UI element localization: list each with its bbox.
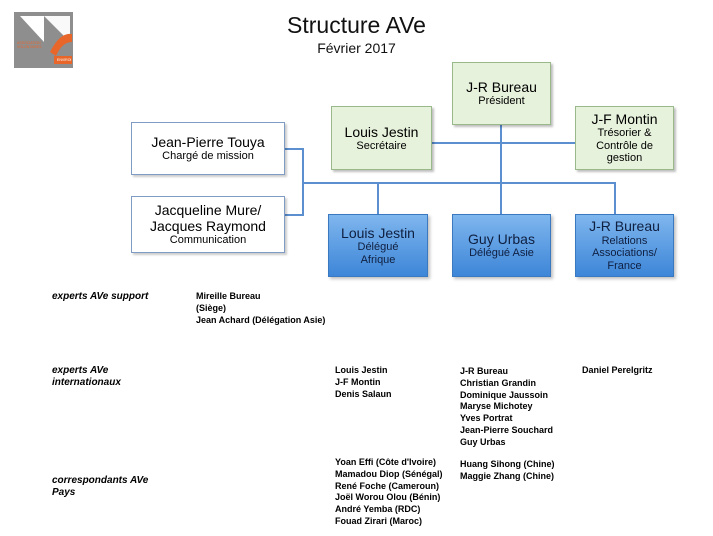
list-item: Guy Urbas <box>460 436 506 447</box>
logo-text-line: ASSOCIATION <box>17 41 41 45</box>
correspondants-col1: Yoan Effi (Côte d'Ivoire) Mamadou Diop (… <box>335 457 443 528</box>
label-line: Pays <box>52 487 76 498</box>
connector-secretaire-tresorier <box>432 142 575 144</box>
box-name: J-R Bureau <box>589 218 660 235</box>
page-title: Structure AVe <box>287 12 426 38</box>
support-list: Mireille Bureau (Siège) Jean Achard (Dél… <box>196 291 325 326</box>
connector-president-down <box>500 125 502 183</box>
list-item: Mireille Bureau <box>196 291 261 301</box>
list-item: J-R Bureau <box>460 366 509 376</box>
internationaux-col1: Louis Jestin J-F Montin Denis Salaun <box>335 365 392 400</box>
box-name: Jean-Pierre Touya <box>151 134 265 151</box>
logo-badge: ENVIROI <box>57 58 72 62</box>
logo-graphic <box>14 12 73 68</box>
box-role-line: France <box>607 259 642 272</box>
box-role-line: gestion <box>606 152 643 165</box>
list-item: Yves Portrat <box>460 413 513 424</box>
section-label-support: experts AVe support <box>52 291 149 302</box>
box-role: Président <box>478 95 525 108</box>
box-asie: Guy Urbas Délégué Asie <box>452 214 551 277</box>
list-item: Jean Achard (Délégation Asie) <box>196 314 326 325</box>
logo-text-line: VOLONTAIRES <box>17 45 42 49</box>
logo: ASSOCIATION VOLONTAIRES ENVIROI <box>14 12 73 68</box>
list-item: Louis Jestin <box>335 365 388 375</box>
box-president: J-R Bureau Président <box>452 62 551 125</box>
logo-text: ASSOCIATION VOLONTAIRES <box>17 41 42 49</box>
internationaux-col3: Daniel Perelgritz <box>582 365 653 377</box>
list-item: René Foche (Cameroun) <box>335 480 440 491</box>
box-touya: Jean-Pierre Touya Chargé de mission <box>131 122 285 175</box>
box-tresorier: J-F Montin Trésorier & Contrôle de gesti… <box>575 106 674 170</box>
list-item: Fouad Zirari (Maroc) <box>335 515 423 526</box>
list-item: Daniel Perelgritz <box>582 365 653 375</box>
connector-touya <box>285 148 304 150</box>
box-role: Secrétaire <box>356 139 407 152</box>
box-role-line: Afrique <box>360 253 396 266</box>
label-line: correspondants AVe <box>52 475 149 486</box>
box-name: J-F Montin <box>591 110 658 127</box>
list-item: Joël Worou Olou (Bénin) <box>335 492 441 503</box>
list-item: Yoan Effi (Côte d'Ivoire) <box>335 457 436 467</box>
box-name: Louis Jestin <box>344 123 419 140</box>
label-line: experts AVe <box>52 365 109 376</box>
connector-asie <box>500 182 502 214</box>
connector-left-vertical <box>302 148 304 216</box>
box-role-line: Trésorier & <box>597 127 652 140</box>
box-name-line: Jacqueline Mure/ <box>154 202 262 219</box>
list-item: (Siège) <box>196 302 227 313</box>
list-item: Huang Sihong (Chine) <box>460 459 555 469</box>
section-label-correspondants: correspondants AVe Pays <box>52 475 148 499</box>
box-role-line: Contrôle de <box>596 139 653 152</box>
list-item: Jean-Pierre Souchard <box>460 424 554 435</box>
box-role: Chargé de mission <box>162 150 254 163</box>
correspondants-col2: Huang Sihong (Chine) Maggie Zhang (Chine… <box>460 459 555 483</box>
list-item: Dominique Jaussoin <box>460 389 549 400</box>
connector-afrique <box>377 182 379 214</box>
list-item: Maryse Michotey <box>460 401 533 412</box>
label-line: internationaux <box>52 377 121 388</box>
box-afrique: Louis Jestin Délégué Afrique <box>328 214 428 277</box>
box-name: Guy Urbas <box>468 231 535 248</box>
box-name: J-R Bureau <box>466 79 537 96</box>
list-item: Christian Grandin <box>460 377 537 388</box>
list-item: Maggie Zhang (Chine) <box>460 470 554 481</box>
box-name: Louis Jestin <box>341 224 415 241</box>
internationaux-col2: J-R Bureau Christian Grandin Dominique J… <box>460 366 553 449</box>
box-name-line: Jacques Raymond <box>150 218 266 235</box>
list-item: J-F Montin <box>335 376 381 387</box>
box-role: Communication <box>169 234 247 247</box>
list-item: Denis Salaun <box>335 388 392 399</box>
page-subtitle: Février 2017 <box>317 40 396 56</box>
box-role-line: Associations/ <box>592 247 657 260</box>
box-role: Délégué Asie <box>469 247 534 260</box>
box-role-line: Délégué <box>357 240 399 253</box>
box-role-line: Relations <box>601 234 648 247</box>
connector-main-horizontal <box>304 182 616 184</box>
box-mure: Jacqueline Mure/ Jacques Raymond Communi… <box>131 196 285 253</box>
section-label-internationaux: experts AVe internationaux <box>52 365 121 389</box>
connector-relations <box>614 182 616 214</box>
connector-mure <box>285 214 304 216</box>
list-item: André Yemba (RDC) <box>335 504 421 515</box>
box-relations: J-R Bureau Relations Associations/ Franc… <box>575 214 674 277</box>
list-item: Mamadou Diop (Sénégal) <box>335 468 443 479</box>
box-secretaire: Louis Jestin Secrétaire <box>331 106 432 170</box>
